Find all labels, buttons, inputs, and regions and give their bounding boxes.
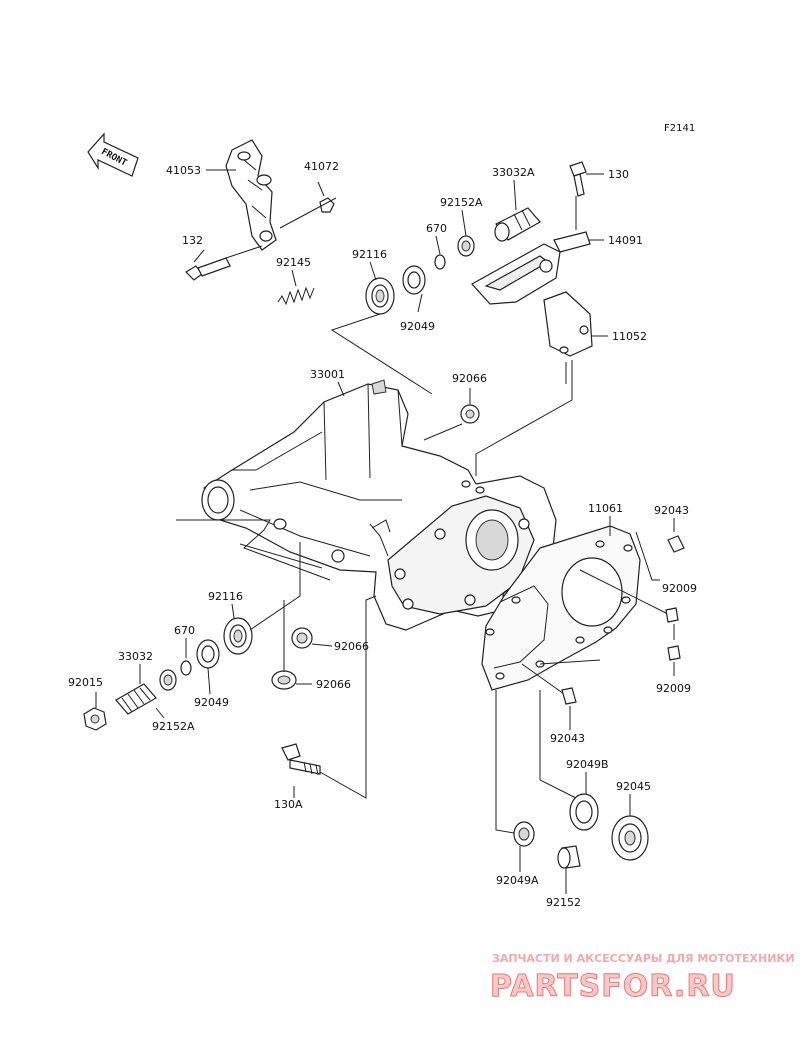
bolt-132-part (185, 257, 231, 281)
label-92043-top: 92043 (654, 504, 689, 517)
label-92066-middle: 92066 (334, 640, 369, 653)
ring-670-top-part (434, 254, 446, 270)
spring-92145-part (277, 286, 315, 306)
bolt-92009-a-part (579, 569, 679, 623)
lever-bracket-part (225, 139, 277, 251)
nut-92015-part (83, 707, 107, 731)
bearing-92116-top-part (365, 277, 395, 315)
label-92049-bottom: 92049 (194, 696, 229, 709)
label-92049B: 92049B (566, 758, 609, 771)
watermark-brand: PARTSFOR.RU (490, 969, 736, 1004)
cover-11061-part (481, 525, 641, 691)
label-92009-a: 92009 (662, 582, 697, 595)
label-41072: 41072 (304, 160, 339, 173)
label-33032A: 33032A (492, 166, 535, 179)
label-670-bottom: 670 (174, 624, 195, 637)
label-33001: 33001 (310, 368, 345, 381)
label-130: 130 (608, 168, 629, 181)
bracket-11052-part (543, 291, 593, 357)
front-arrow-icon: FRONT (87, 132, 139, 177)
label-11052: 11052 (612, 330, 647, 343)
bolt-130-part (569, 161, 587, 197)
label-670-top: 670 (426, 222, 447, 235)
bolt-130A-part (281, 743, 321, 776)
label-92043-bottom: 92043 (550, 732, 585, 745)
bushing-92152-part (557, 845, 581, 869)
diagram-code: F2141 (664, 123, 695, 134)
label-92116-bottom: 92116 (208, 590, 243, 603)
bolt-92009-b-part (539, 645, 681, 665)
seal-92049B-part (569, 793, 599, 831)
seal-92049A-part (513, 821, 535, 847)
seal-92066-bottom-part (271, 670, 297, 690)
label-11061: 11061 (588, 502, 623, 515)
label-92049A: 92049A (496, 874, 539, 887)
label-92152A-top: 92152A (440, 196, 483, 209)
washer-92152A-bottom-part (159, 669, 177, 691)
label-132: 132 (182, 234, 203, 247)
swingarm-33001-part (201, 379, 557, 631)
label-92045: 92045 (616, 780, 651, 793)
label-92152A-bottom: 92152A (152, 720, 195, 733)
bearing-92045-part (611, 815, 649, 861)
arm-14091-part (471, 231, 591, 305)
label-92145: 92145 (276, 256, 311, 269)
washer-92152A-top-part (457, 235, 475, 257)
dowel-92043-bottom-part (521, 663, 577, 705)
seal-92066-top-part (460, 404, 480, 424)
pin-33032-part (115, 683, 157, 715)
label-92116-top: 92116 (352, 248, 387, 261)
watermark-tagline: ЗАПЧАСТИ И АКСЕССУАРЫ ДЛЯ МОТОТЕХНИКИ (492, 952, 795, 965)
seal-92066-middle-part (291, 627, 313, 649)
label-92049-top: 92049 (400, 320, 435, 333)
label-130A: 130A (274, 798, 303, 811)
label-92066-top: 92066 (452, 372, 487, 385)
label-33032: 33032 (118, 650, 153, 663)
label-92152: 92152 (546, 896, 581, 909)
pin-33032A-part (494, 207, 541, 242)
label-92009-b: 92009 (656, 682, 691, 695)
ring-670-bottom-part (180, 660, 192, 676)
seal-92049-top-part (402, 265, 426, 295)
dowel-92043-top-part (667, 535, 685, 553)
label-14091: 14091 (608, 234, 643, 247)
bearing-92116-bottom-part (223, 617, 253, 655)
label-41053: 41053 (166, 164, 201, 177)
label-92015: 92015 (68, 676, 103, 689)
label-92066-bottom: 92066 (316, 678, 351, 691)
seal-92049-bottom-part (196, 639, 220, 669)
